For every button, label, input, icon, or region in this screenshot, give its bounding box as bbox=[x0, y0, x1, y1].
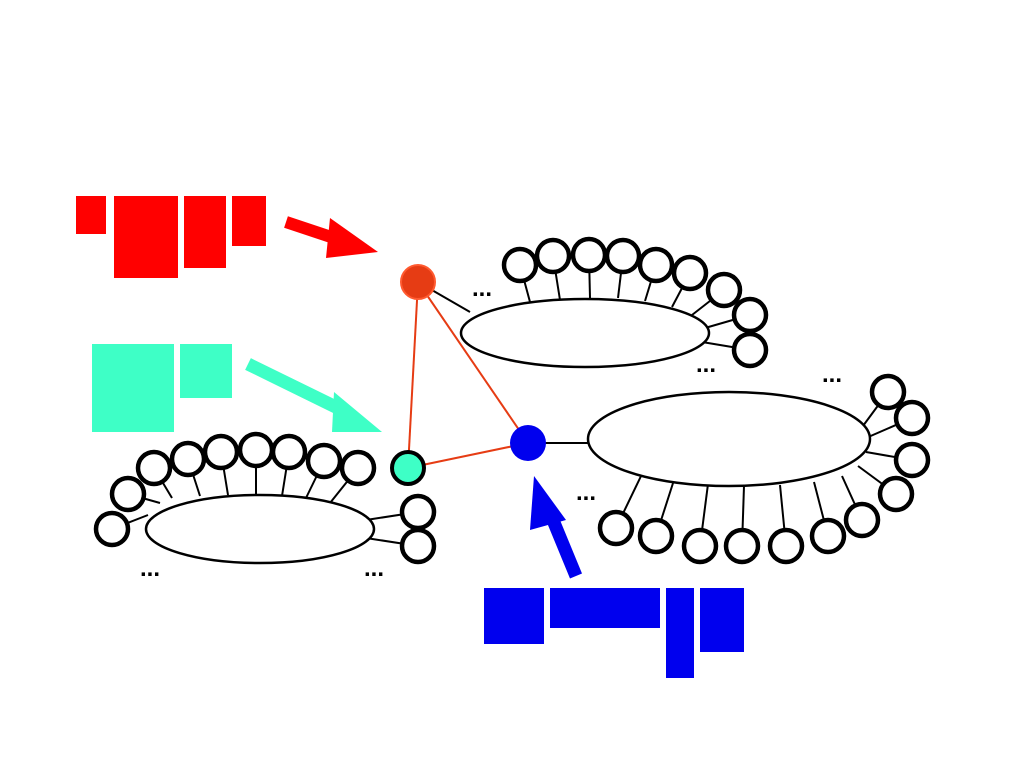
leaf-node bbox=[399, 493, 437, 531]
red-block-4 bbox=[232, 196, 266, 246]
leaf-node bbox=[671, 254, 709, 292]
red-block-2 bbox=[114, 196, 178, 278]
leaf-node bbox=[809, 517, 847, 555]
leaf-node bbox=[705, 271, 743, 309]
cluster-left: ... ... bbox=[93, 431, 437, 582]
leaf-node bbox=[893, 399, 931, 437]
blue-block-2 bbox=[550, 588, 660, 628]
leaf-node bbox=[93, 510, 131, 548]
leaf-node bbox=[723, 527, 761, 565]
leaf-node bbox=[843, 501, 881, 539]
leaf-node bbox=[202, 433, 240, 471]
ellipsis-label: ... bbox=[472, 275, 492, 302]
aqua-block-2 bbox=[180, 344, 232, 398]
leaf-node bbox=[570, 236, 608, 274]
edge-aqua-blue bbox=[407, 442, 529, 469]
blue-hub-node bbox=[510, 425, 546, 461]
leaf-node bbox=[339, 449, 377, 487]
aqua-hub-node bbox=[390, 450, 426, 486]
ellipsis-label: ... bbox=[364, 555, 384, 582]
aqua-block-glyph bbox=[92, 344, 232, 432]
blue-block-3 bbox=[666, 588, 694, 678]
leaf-node bbox=[135, 449, 173, 487]
blue-arrow bbox=[530, 476, 583, 579]
red-block-1 bbox=[76, 196, 106, 234]
leaf-node bbox=[877, 475, 915, 513]
leaf-node bbox=[305, 442, 343, 480]
leaf-node bbox=[534, 237, 572, 275]
edge-red-aqua bbox=[407, 281, 419, 469]
leaf-node bbox=[893, 441, 931, 479]
leaf-node bbox=[270, 433, 308, 471]
leaf-node bbox=[501, 246, 539, 284]
leaf-node bbox=[169, 440, 207, 478]
ellipsis-label: ... bbox=[140, 555, 160, 582]
edge-red-blue bbox=[417, 281, 529, 444]
cluster-top-ellipse bbox=[459, 297, 711, 369]
red-block-3 bbox=[184, 196, 226, 268]
ellipsis-label: ... bbox=[822, 361, 842, 388]
red-arrow bbox=[284, 216, 378, 258]
blue-block-1 bbox=[484, 588, 544, 644]
blue-block-4 bbox=[700, 588, 744, 652]
leaf-node bbox=[731, 331, 769, 369]
leaf-node bbox=[597, 509, 635, 547]
cluster-left-ellipse bbox=[144, 493, 376, 565]
blue-block-glyph bbox=[484, 588, 744, 678]
red-hub-node bbox=[400, 264, 436, 300]
leaf-node bbox=[767, 527, 805, 565]
leaf-node bbox=[637, 517, 675, 555]
cluster-top: ... ... bbox=[459, 236, 769, 378]
leaf-node bbox=[237, 431, 275, 469]
ellipsis-label: ... bbox=[696, 351, 716, 378]
leaf-node bbox=[869, 373, 907, 411]
leaf-node bbox=[109, 475, 147, 513]
cluster-right-ellipse bbox=[586, 390, 872, 488]
cluster-right: ... ... bbox=[576, 361, 931, 565]
leaf-node bbox=[731, 296, 769, 334]
leaf-node bbox=[604, 237, 642, 275]
aqua-arrow bbox=[245, 358, 382, 432]
leaf-node bbox=[637, 246, 675, 284]
triangle-edges bbox=[407, 281, 529, 469]
red-block-glyph bbox=[76, 196, 266, 278]
leaf-node bbox=[681, 527, 719, 565]
aqua-block-1 bbox=[92, 344, 174, 432]
ellipsis-label: ... bbox=[576, 479, 596, 506]
leaf-node bbox=[399, 527, 437, 565]
